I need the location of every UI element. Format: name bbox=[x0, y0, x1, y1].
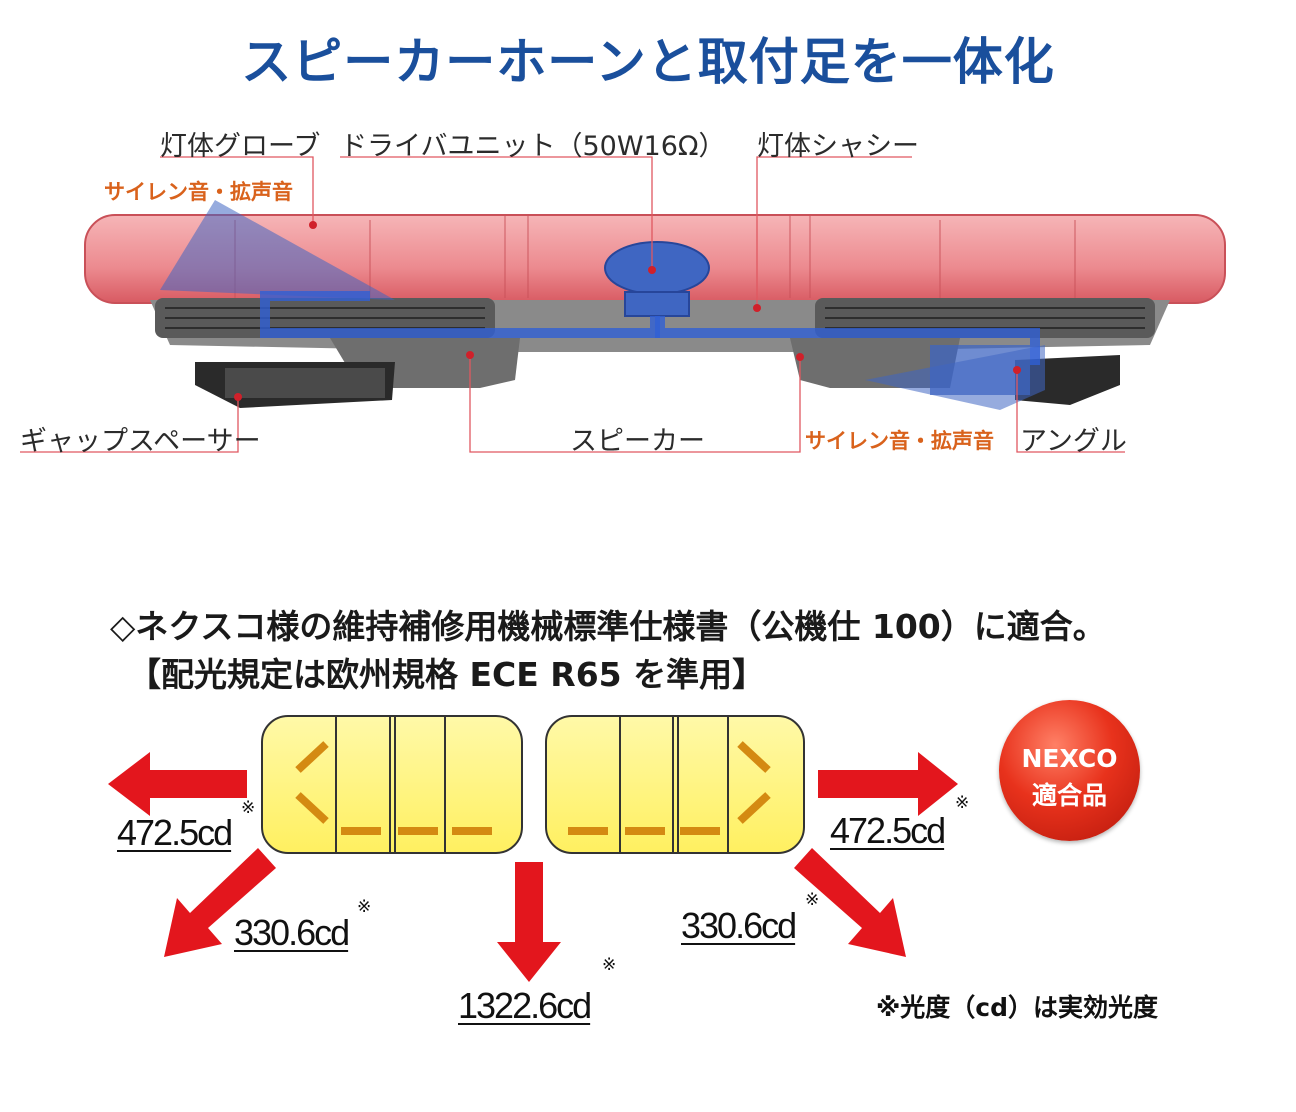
label-siren-right: サイレン音・拡声音 bbox=[805, 429, 994, 453]
right-lamp bbox=[545, 715, 805, 854]
note-mark: ※ bbox=[955, 793, 970, 813]
arrow-down bbox=[497, 862, 561, 982]
arrow-down-right bbox=[794, 848, 906, 957]
spec-line-1: ◇ネクスコ様の維持補修用機械標準仕様書（公機仕 100）に適合。 bbox=[110, 607, 1106, 646]
intensity-left: 472.5cd bbox=[117, 812, 233, 853]
intensity-bottom: 1322.6cd bbox=[458, 985, 592, 1026]
note-mark: ※ bbox=[602, 955, 617, 975]
intensity-right: 472.5cd bbox=[830, 810, 946, 851]
driver-unit bbox=[604, 241, 710, 295]
note-mark: ※ bbox=[805, 890, 820, 910]
sound-cone-left bbox=[160, 200, 395, 300]
arrow-right bbox=[818, 752, 958, 816]
light-bar-illustration bbox=[84, 200, 1226, 410]
badge-line-2: 適合品 bbox=[1031, 781, 1107, 810]
left-lamp bbox=[261, 715, 523, 854]
badge-line-1: NEXCO bbox=[1021, 744, 1118, 773]
label-angle: アングル bbox=[1020, 426, 1127, 457]
intensity-diag-right: 330.6cd bbox=[681, 905, 797, 946]
note-mark: ※ bbox=[241, 798, 256, 818]
leader-lines bbox=[20, 156, 1125, 453]
page-title: スピーカーホーンと取付足を一体化 bbox=[241, 33, 1055, 91]
spec-line-2: 【配光規定は欧州規格 ECE R65 を準用】 bbox=[128, 655, 766, 694]
footnote: ※光度（cd）は実効光度 bbox=[876, 993, 1159, 1022]
arrow-down-left bbox=[164, 848, 276, 957]
intensity-diag-left: 330.6cd bbox=[234, 912, 350, 953]
nexco-badge: NEXCO 適合品 bbox=[999, 700, 1140, 841]
label-speaker: スピーカー bbox=[570, 426, 705, 457]
label-globe: 灯体グローブ bbox=[160, 131, 321, 162]
arrow-left bbox=[108, 752, 247, 816]
note-mark: ※ bbox=[357, 897, 372, 917]
label-driver-unit: ドライバユニット（50W16Ω） bbox=[340, 131, 726, 162]
label-gap-spacer: ギャップスペーサー bbox=[20, 426, 261, 457]
label-siren-left: サイレン音・拡声音 bbox=[104, 180, 293, 204]
label-chassis: 灯体シャシー bbox=[757, 131, 919, 162]
